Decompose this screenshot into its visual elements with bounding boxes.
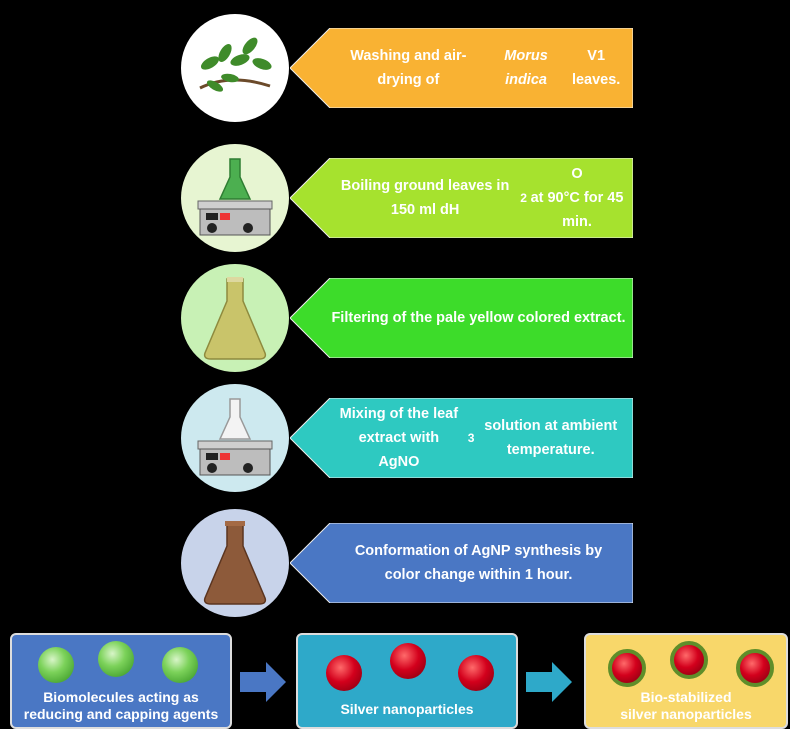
capped-sphere [608, 649, 646, 687]
green-sphere [38, 647, 74, 683]
capped-sphere [736, 649, 774, 687]
green-sphere [162, 647, 198, 683]
red-sphere [458, 655, 494, 691]
step-icon-circle [181, 509, 289, 617]
hotplate-flask-icon [197, 158, 273, 236]
biomolecules-box: Biomolecules acting as reducing and capp… [10, 633, 232, 729]
red-sphere [390, 643, 426, 679]
yellow-flask-icon [203, 277, 267, 360]
process-step: Filtering of the pale yellow colored ext… [0, 260, 790, 372]
brown-flask-icon [203, 521, 267, 605]
bio-stabilized-box: Bio-stabilized silver nanoparticles [584, 633, 788, 729]
biomolecules-label: Biomolecules acting as reducing and capp… [23, 689, 219, 722]
step-icon-circle [181, 14, 289, 122]
capped-sphere [670, 641, 708, 679]
arrow-icon [526, 662, 572, 702]
arrow-icon [240, 662, 286, 702]
leaves-icon [199, 37, 272, 92]
silver-nanoparticles-label: Silver nanoparticles [340, 701, 474, 717]
step-icon-circle [181, 264, 289, 372]
silver-nanoparticles-box: Silver nanoparticles [296, 633, 518, 729]
step-icon-circle [181, 144, 289, 252]
step-icon-circle [181, 384, 289, 492]
step-text: Filtering of the pale yellow colored ext… [331, 310, 626, 326]
step-banner: Filtering of the pale yellow colored ext… [290, 278, 633, 358]
red-sphere [326, 655, 362, 691]
hotplate-flask-icon [197, 398, 273, 476]
bio-stabilized-label: Bio-stabilized silver nanoparticles [620, 689, 752, 722]
green-sphere [98, 641, 134, 677]
